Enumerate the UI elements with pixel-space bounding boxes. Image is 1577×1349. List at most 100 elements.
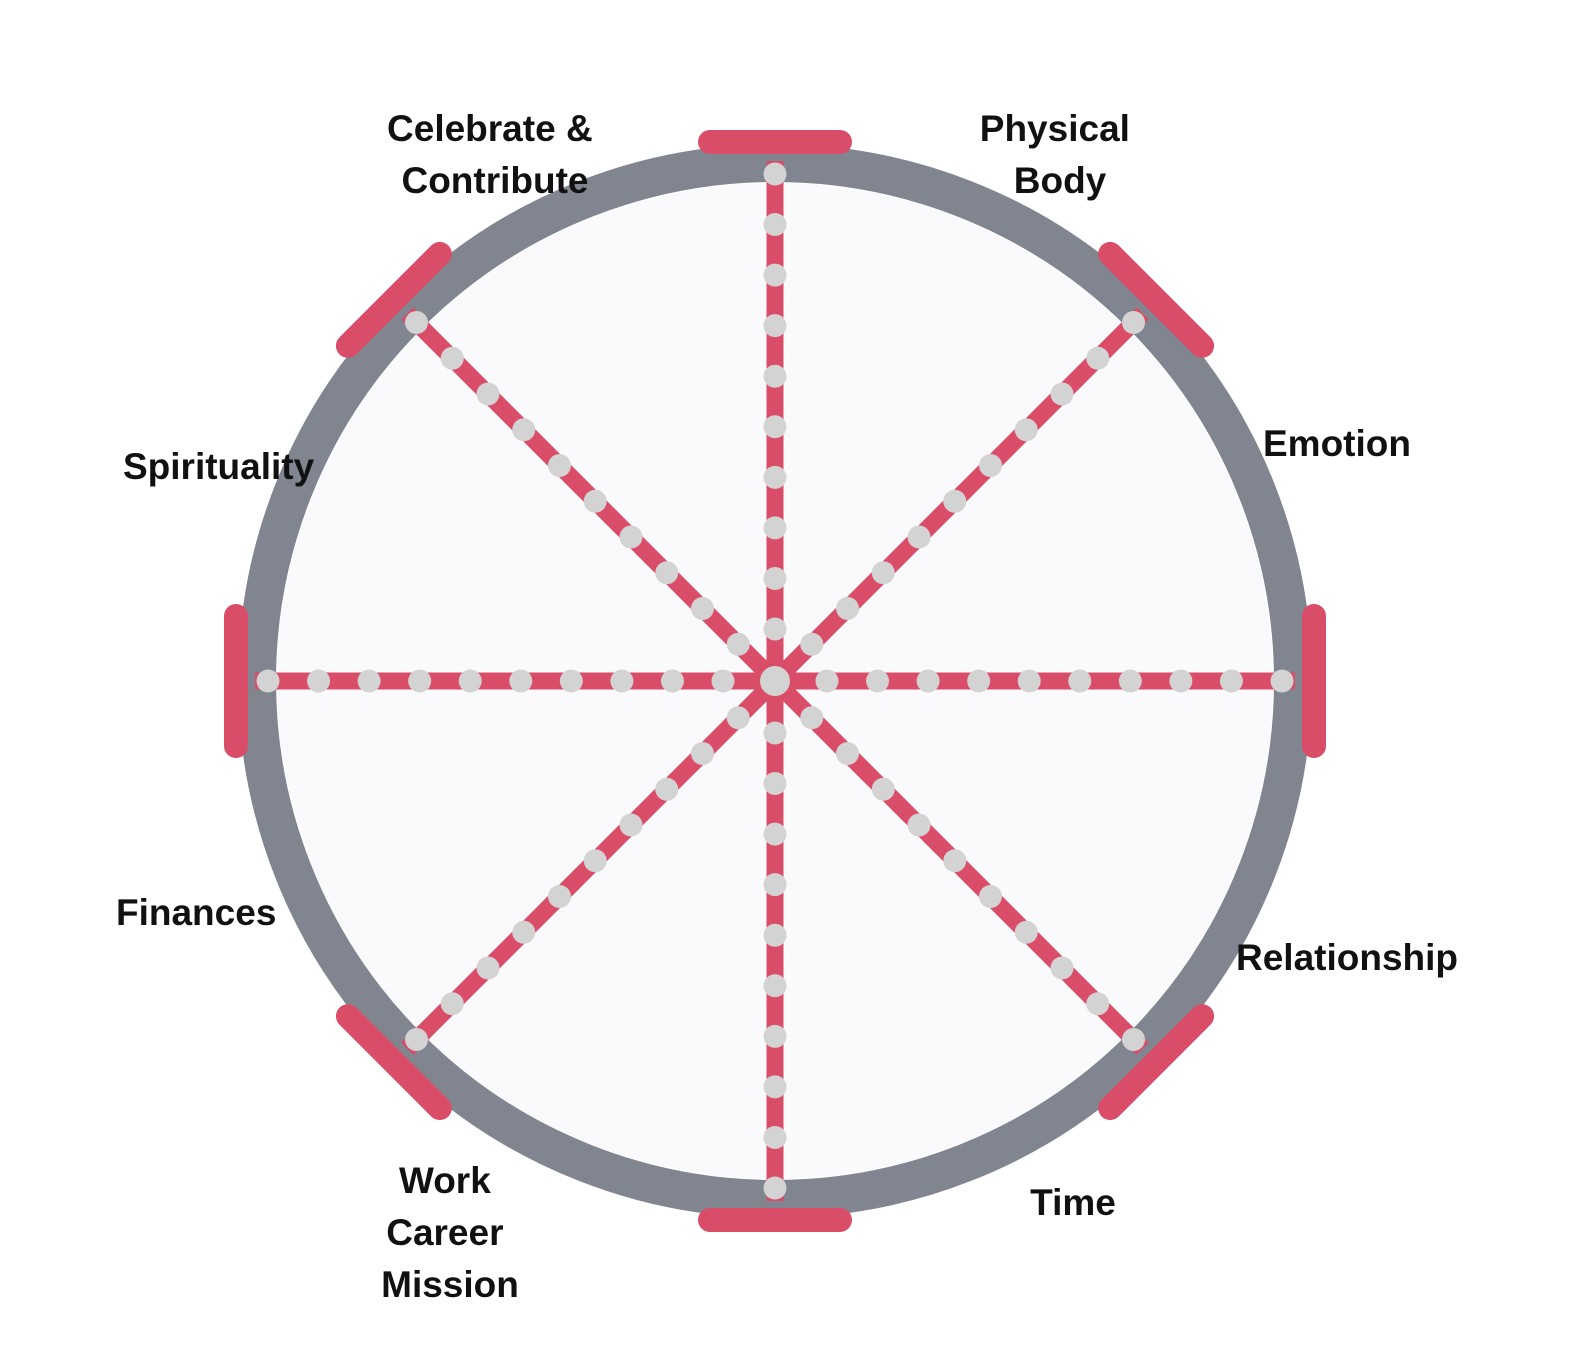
- scale-marker-physical-body-8: [763, 263, 787, 287]
- scale-marker-physical-body-6: [763, 364, 787, 388]
- scale-marker-relationship-3: [916, 669, 940, 693]
- scale-marker-physical-body-7: [763, 314, 787, 338]
- scale-marker-emotion-2: [836, 596, 860, 620]
- scale-marker-finances-2: [690, 742, 714, 766]
- scale-marker-celebrate-contribute-5: [583, 489, 607, 513]
- scale-marker-spirituality-9: [307, 669, 331, 693]
- label-emotion: Emotion: [1263, 423, 1411, 464]
- scale-marker-emotion-10: [1122, 310, 1146, 334]
- scale-marker-celebrate-contribute-7: [512, 418, 536, 442]
- scale-marker-finances-10: [404, 1028, 428, 1052]
- scale-marker-work-career-mission-10: [763, 1176, 787, 1200]
- scale-marker-relationship-2: [866, 669, 890, 693]
- label-finances: Finances: [116, 892, 276, 933]
- label-work-line-3: Mission: [381, 1264, 519, 1305]
- scale-marker-time-5: [943, 849, 967, 873]
- spoke-cap-emotion: [1098, 241, 1215, 358]
- scale-marker-physical-body-2: [763, 566, 787, 590]
- scale-marker-work-career-mission-8: [763, 1075, 787, 1099]
- label-work-line-2: Career: [386, 1212, 503, 1253]
- spoke-cap-finances: [335, 1004, 452, 1121]
- scale-marker-relationship-4: [967, 669, 991, 693]
- scale-marker-celebrate-contribute-4: [619, 525, 643, 549]
- scale-marker-emotion-5: [943, 489, 967, 513]
- scale-marker-celebrate-contribute-6: [547, 453, 571, 477]
- scale-marker-time-3: [871, 777, 895, 801]
- scale-marker-finances-1: [726, 706, 750, 730]
- label-physical-body: Physical Body: [980, 108, 1140, 201]
- scale-marker-spirituality-4: [559, 669, 583, 693]
- scale-marker-time-2: [836, 742, 860, 766]
- scale-marker-spirituality-10: [256, 669, 280, 693]
- scale-marker-work-career-mission-9: [763, 1125, 787, 1149]
- label-spirituality: Spirituality: [123, 446, 315, 487]
- scale-marker-work-career-mission-6: [763, 974, 787, 998]
- scale-marker-relationship-6: [1068, 669, 1092, 693]
- label-celebrate-line-1: Celebrate &: [387, 108, 593, 149]
- scale-marker-time-9: [1086, 992, 1110, 1016]
- scale-marker-work-career-mission-7: [763, 1024, 787, 1048]
- scale-marker-work-career-mission-5: [763, 923, 787, 947]
- scale-marker-celebrate-contribute-2: [690, 596, 714, 620]
- scale-marker-celebrate-contribute-9: [440, 346, 464, 370]
- label-celebrate-contribute: Celebrate & Contribute: [387, 108, 603, 201]
- label-relationship-line-1: Relationship: [1236, 937, 1458, 978]
- scale-marker-celebrate-contribute-3: [655, 561, 679, 585]
- scale-marker-finances-8: [476, 956, 500, 980]
- scale-marker-work-career-mission-3: [763, 822, 787, 846]
- scale-marker-spirituality-3: [610, 669, 634, 693]
- label-finances-line-1: Finances: [116, 892, 276, 933]
- label-time: Time: [1030, 1182, 1116, 1223]
- scale-marker-physical-body-4: [763, 465, 787, 489]
- scale-marker-emotion-9: [1086, 346, 1110, 370]
- scale-marker-relationship-1: [815, 669, 839, 693]
- scale-marker-spirituality-1: [711, 669, 735, 693]
- scale-marker-spirituality-7: [408, 669, 432, 693]
- scale-marker-celebrate-contribute-1: [726, 632, 750, 656]
- spoke-cap-time: [1098, 1004, 1215, 1121]
- scale-marker-emotion-3: [871, 561, 895, 585]
- scale-marker-physical-body-9: [763, 213, 787, 237]
- scale-marker-celebrate-contribute-10: [404, 310, 428, 334]
- scale-marker-celebrate-contribute-8: [476, 382, 500, 406]
- scale-marker-relationship-9: [1219, 669, 1243, 693]
- scale-marker-relationship-7: [1118, 669, 1142, 693]
- label-time-line-1: Time: [1030, 1182, 1116, 1223]
- scale-marker-finances-4: [619, 813, 643, 837]
- scale-marker-time-10: [1122, 1028, 1146, 1052]
- scale-marker-spirituality-2: [660, 669, 684, 693]
- scale-marker-spirituality-5: [509, 669, 533, 693]
- scale-marker-emotion-8: [1050, 382, 1074, 406]
- scale-marker-spirituality-6: [458, 669, 482, 693]
- scale-marker-work-career-mission-4: [763, 873, 787, 897]
- spoke-cap-celebrate-contribute: [335, 241, 452, 358]
- scale-marker-time-6: [979, 885, 1003, 909]
- scale-marker-work-career-mission-2: [763, 772, 787, 796]
- scale-marker-time-4: [907, 813, 931, 837]
- scale-marker-finances-3: [655, 777, 679, 801]
- scale-marker-finances-7: [512, 920, 536, 944]
- scale-marker-finances-6: [547, 885, 571, 909]
- scale-marker-time-8: [1050, 956, 1074, 980]
- scale-marker-physical-body-3: [763, 516, 787, 540]
- scale-marker-emotion-7: [1014, 418, 1038, 442]
- label-celebrate-line-2: Contribute: [401, 160, 588, 201]
- label-work-line-1: Work: [399, 1160, 491, 1201]
- scale-marker-physical-body-10: [763, 162, 787, 186]
- wheel-hub: [760, 666, 790, 696]
- scale-marker-time-7: [1014, 920, 1038, 944]
- scale-marker-finances-9: [440, 992, 464, 1016]
- scale-marker-spirituality-8: [357, 669, 381, 693]
- label-work-career-mission: Work Career Mission: [381, 1160, 519, 1305]
- wheel-spoke-end-caps: [224, 130, 1326, 1232]
- label-spirituality-line-1: Spirituality: [123, 446, 315, 487]
- scale-marker-physical-body-1: [763, 617, 787, 641]
- scale-marker-relationship-8: [1169, 669, 1193, 693]
- scale-marker-relationship-10: [1270, 669, 1294, 693]
- label-relationship: Relationship: [1236, 937, 1458, 978]
- wheel-scale-markers: [256, 162, 1294, 1200]
- scale-marker-emotion-1: [800, 632, 824, 656]
- scale-marker-emotion-6: [979, 453, 1003, 477]
- scale-marker-emotion-4: [907, 525, 931, 549]
